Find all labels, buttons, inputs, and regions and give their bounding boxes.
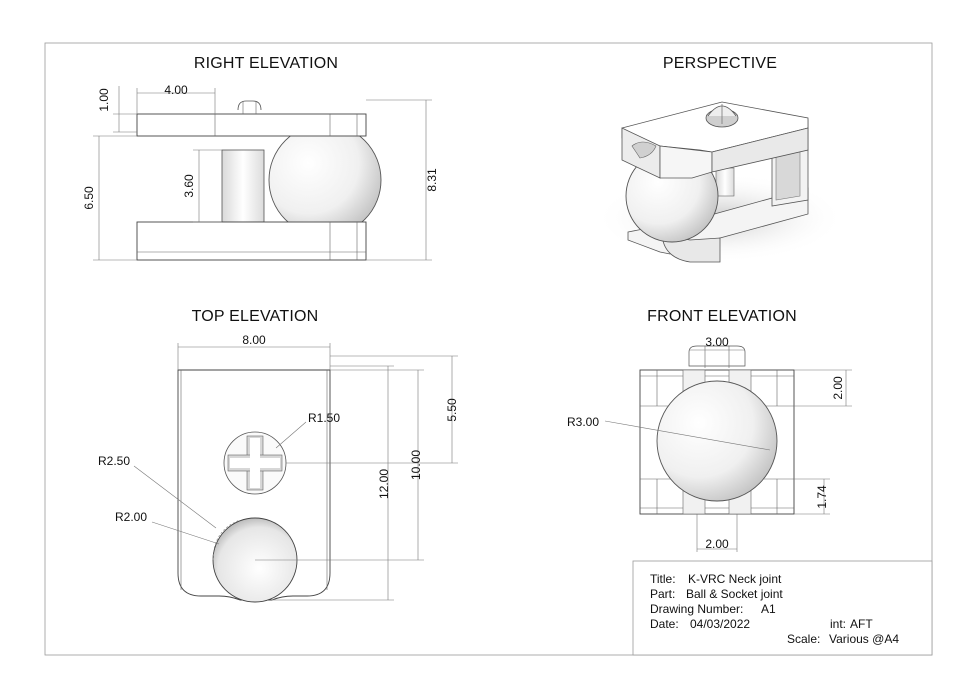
- int-label: int:: [830, 617, 846, 631]
- right-top-arm: [136, 113, 367, 137]
- date-label: Date:: [650, 617, 679, 631]
- sheet-border: [44, 42, 933, 656]
- scale-value: Various @A4: [829, 632, 899, 646]
- top-elevation-title: TOP ELEVATION: [192, 308, 319, 325]
- dim-8-00: 8.00: [242, 333, 266, 347]
- scale-label: Scale:: [787, 632, 820, 646]
- dim-5-50: 5.50: [445, 398, 459, 422]
- dim-3-00: 3.00: [705, 335, 729, 349]
- dim-8-31: 8.31: [425, 168, 439, 192]
- drawing-number-value: A1: [761, 602, 776, 616]
- dim-r1-50: R1.50: [308, 411, 340, 425]
- dim-r2-00: R2.00: [115, 510, 147, 524]
- dim-1-00: 1.00: [97, 88, 111, 112]
- dim-4-00: 4.00: [164, 83, 188, 97]
- dim-6-50: 6.50: [82, 186, 96, 210]
- dim-3-60: 3.60: [182, 174, 196, 198]
- title-label: Title:: [650, 572, 676, 586]
- perspective-title: PERSPECTIVE: [663, 55, 777, 72]
- right-elevation-view: 4.00 1.00 6.50 3.60 8.31: [82, 83, 439, 261]
- title-value: K-VRC Neck joint: [688, 572, 782, 586]
- right-elevation-title: RIGHT ELEVATION: [194, 55, 338, 72]
- dim-2-00-bottom: 2.00: [705, 537, 729, 551]
- front-ball: [656, 380, 778, 502]
- date-value: 04/03/2022: [690, 617, 750, 631]
- title-block: Title: K-VRC Neck joint Part: Ball & Soc…: [632, 560, 933, 656]
- front-elevation-title: FRONT ELEVATION: [647, 308, 797, 325]
- front-elevation-view: 3.00 2.00 R3.00 1.74 2.00: [567, 335, 852, 552]
- part-label: Part:: [650, 587, 675, 601]
- dim-2-00-side: 2.00: [831, 376, 845, 400]
- right-ball: [268, 123, 382, 237]
- dim-10-00: 10.00: [409, 450, 423, 480]
- dim-1-74: 1.74: [815, 485, 829, 509]
- int-value: AFT: [850, 617, 873, 631]
- part-value: Ball & Socket joint: [686, 587, 783, 601]
- dim-12-00: 12.00: [377, 469, 391, 499]
- dim-r2-50: R2.50: [98, 454, 130, 468]
- perspective-view: [595, 101, 845, 263]
- right-post: [221, 149, 265, 223]
- drawing-number-label: Drawing Number:: [650, 602, 743, 616]
- right-bottom-arm: [136, 221, 367, 261]
- top-elevation-view: 8.00 5.50 10.00 12.00 R1.50 R2.50 R2.00: [98, 333, 459, 603]
- dim-r3-00: R3.00: [567, 415, 599, 429]
